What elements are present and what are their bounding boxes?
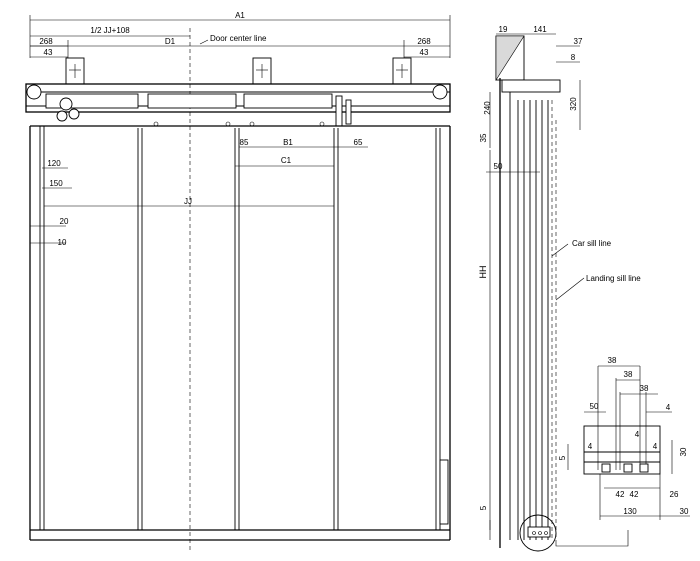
dim-37: 37 xyxy=(574,37,583,46)
dim-85: 85 xyxy=(240,138,249,147)
dim-d1: D1 xyxy=(165,37,176,46)
dim-268-left: 268 xyxy=(39,37,53,46)
dim-38-b: 38 xyxy=(624,370,633,379)
dim-150: 150 xyxy=(49,179,63,188)
dim-30-right: 30 xyxy=(679,447,688,456)
dim-4-top: 4 xyxy=(666,403,671,412)
dim-240: 240 xyxy=(483,101,492,115)
door-header xyxy=(25,83,451,113)
sill-detail-marker xyxy=(519,514,557,552)
sill-detail-view: 38 38 38 50 4 4 4 4 5 30 42 42 26 130 xyxy=(558,356,690,520)
dim-130: 130 xyxy=(623,507,637,516)
sill-profile xyxy=(583,425,661,475)
dim-4-right: 4 xyxy=(653,442,658,451)
door-contact-block xyxy=(439,459,449,525)
dim-4-mid: 4 xyxy=(635,430,640,439)
dim-268-right: 268 xyxy=(417,37,431,46)
dim-50-detail: 50 xyxy=(590,402,599,411)
dim-4-left: 4 xyxy=(588,442,593,451)
roller-2 xyxy=(68,108,80,120)
dim-hh: HH xyxy=(478,266,488,279)
pulley-left xyxy=(26,84,42,100)
dim-b1: B1 xyxy=(283,138,293,147)
dim-65: 65 xyxy=(354,138,363,147)
pulley-right xyxy=(432,84,448,100)
car-sill-line-label: Car sill line xyxy=(572,239,612,248)
dim-43-left: 43 xyxy=(44,48,53,57)
dim-38-a: 38 xyxy=(608,356,617,365)
dim-jj: JJ xyxy=(184,197,192,206)
dim-a1: A1 xyxy=(235,11,245,20)
dim-42-b: 42 xyxy=(630,490,639,499)
dim-c1: C1 xyxy=(281,156,292,165)
roller-3 xyxy=(56,110,68,122)
dim-8: 8 xyxy=(571,53,576,62)
dim-38-c: 38 xyxy=(640,384,649,393)
dim-20: 20 xyxy=(60,217,69,226)
dim-141: 141 xyxy=(533,25,547,34)
door-lock xyxy=(335,95,343,127)
dim-43-right: 43 xyxy=(420,48,429,57)
dim-5-side: 5 xyxy=(479,505,488,510)
dim-19: 19 xyxy=(499,25,508,34)
dim-120: 120 xyxy=(47,159,61,168)
dim-42-a: 42 xyxy=(616,490,625,499)
dim-half-jj: 1/2 JJ+108 xyxy=(90,26,130,35)
landing-sill-line-label: Landing sill line xyxy=(586,274,641,283)
door-center-line-label: Door center line xyxy=(210,34,267,43)
dim-320: 320 xyxy=(569,97,578,111)
dim-10: 10 xyxy=(58,238,67,247)
dim-5-detail: 5 xyxy=(558,455,567,460)
roller-1 xyxy=(59,97,73,111)
dim-30-bottom: 30 xyxy=(680,507,689,516)
dim-50: 50 xyxy=(494,162,503,171)
side-view: 19 141 37 8 240 320 35 50 HH Car sill li… xyxy=(478,25,641,552)
dim-26: 26 xyxy=(670,490,679,499)
dim-35: 35 xyxy=(479,133,488,142)
front-view: A1 1/2 JJ+108 D1 Door center line 268 43… xyxy=(25,11,451,550)
